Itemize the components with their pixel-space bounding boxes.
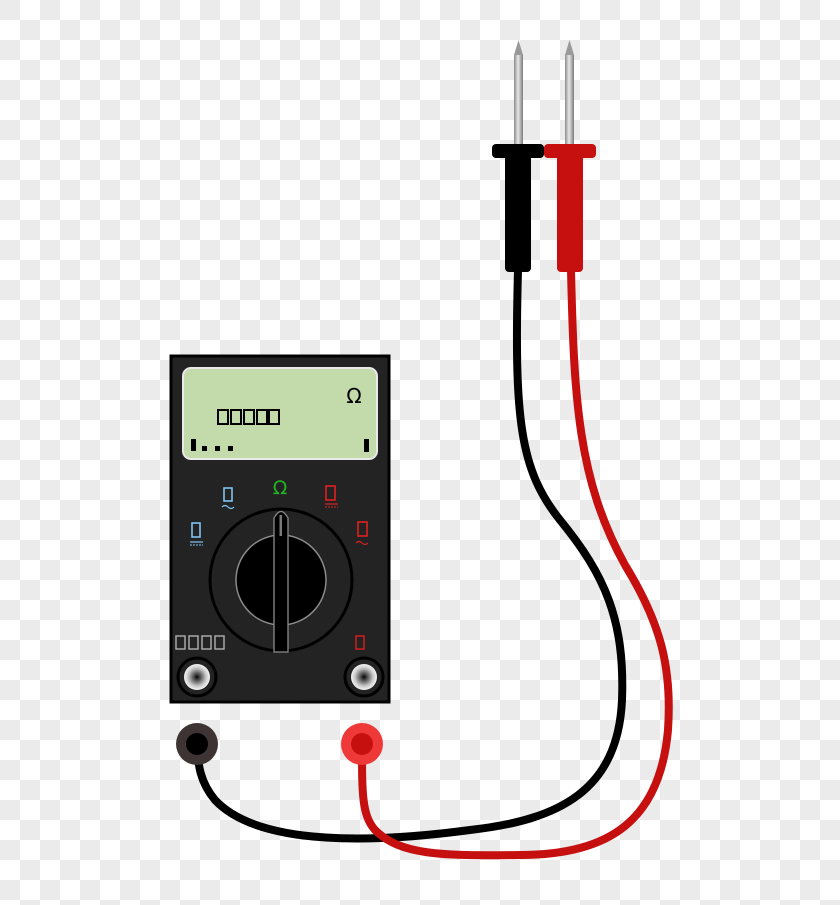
com-jack-label (175, 635, 225, 650)
dial-pointer (273, 510, 289, 653)
unit-symbol: Ω (346, 384, 361, 408)
mode-dc-voltage-label (190, 522, 203, 546)
mode-ac-voltage-label (221, 487, 235, 510)
right-indicator (364, 439, 369, 452)
mode-ac-current-label (355, 521, 369, 546)
lcd-digits (217, 409, 280, 425)
lcd-display: Ω (182, 367, 378, 460)
red-probe[interactable] (544, 40, 596, 272)
battery-bar-indicator (191, 439, 233, 451)
multimeter-body: Ω Ω (169, 354, 391, 704)
rotary-selector-dial[interactable] (208, 507, 354, 653)
black-probe[interactable] (492, 40, 544, 272)
input-jack[interactable] (343, 656, 385, 698)
mode-dc-current-label (325, 485, 338, 508)
black-test-lead-cable (193, 266, 627, 843)
input-jack-label (355, 635, 365, 650)
com-jack[interactable] (176, 656, 218, 698)
black-banana-plug[interactable] (176, 723, 218, 765)
mode-resistance-label: Ω (273, 477, 288, 499)
red-banana-plug[interactable] (341, 723, 383, 765)
red-test-lead-cable (358, 266, 673, 860)
